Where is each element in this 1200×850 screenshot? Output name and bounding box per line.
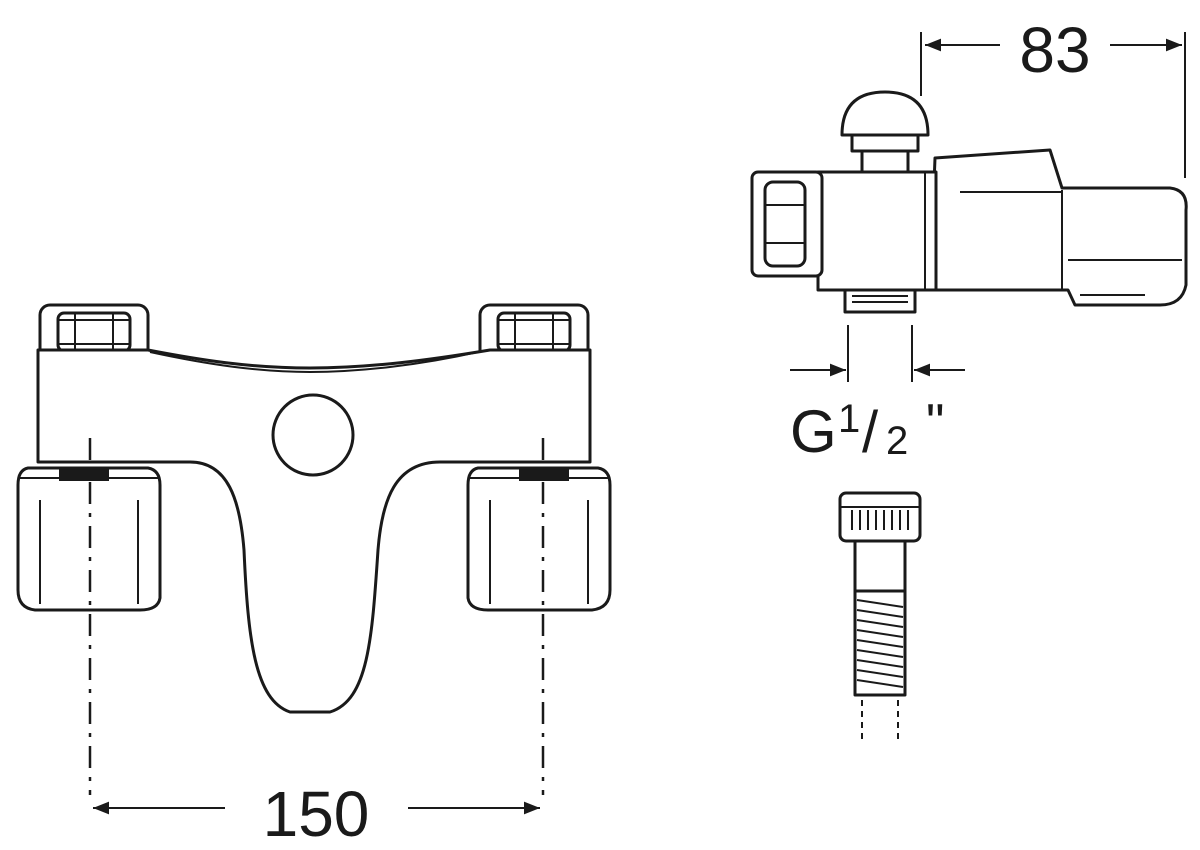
mixer-body <box>36 348 592 714</box>
thread-dimension-label: G <box>790 398 837 465</box>
side-body <box>928 148 1188 307</box>
diverter-button <box>271 393 355 477</box>
thread-dimension: G 1 / 2 " <box>790 325 965 465</box>
thread-denominator: 2 <box>886 419 908 463</box>
side-outlet-thread <box>843 288 917 314</box>
thread-numerator: 1 <box>838 397 860 441</box>
spout-inner-contour <box>149 351 479 374</box>
side-connection-nut <box>750 170 824 278</box>
depth-dimension: 83 <box>920 14 1186 178</box>
side-dome-cap <box>840 90 930 137</box>
thread-prefix: G <box>790 398 837 465</box>
side-view: 83 G 1 / 2 " <box>750 14 1188 465</box>
width-dimension: 150 <box>93 778 540 850</box>
side-valve-block <box>816 170 938 292</box>
right-handle <box>466 466 612 612</box>
front-view: 150 <box>16 303 612 850</box>
depth-dimension-label: 83 <box>1019 14 1090 86</box>
threaded-connector <box>838 491 922 742</box>
width-dimension-label: 150 <box>263 778 370 850</box>
thread-inch-mark: " <box>926 394 944 452</box>
thread-slash: / <box>862 400 879 465</box>
